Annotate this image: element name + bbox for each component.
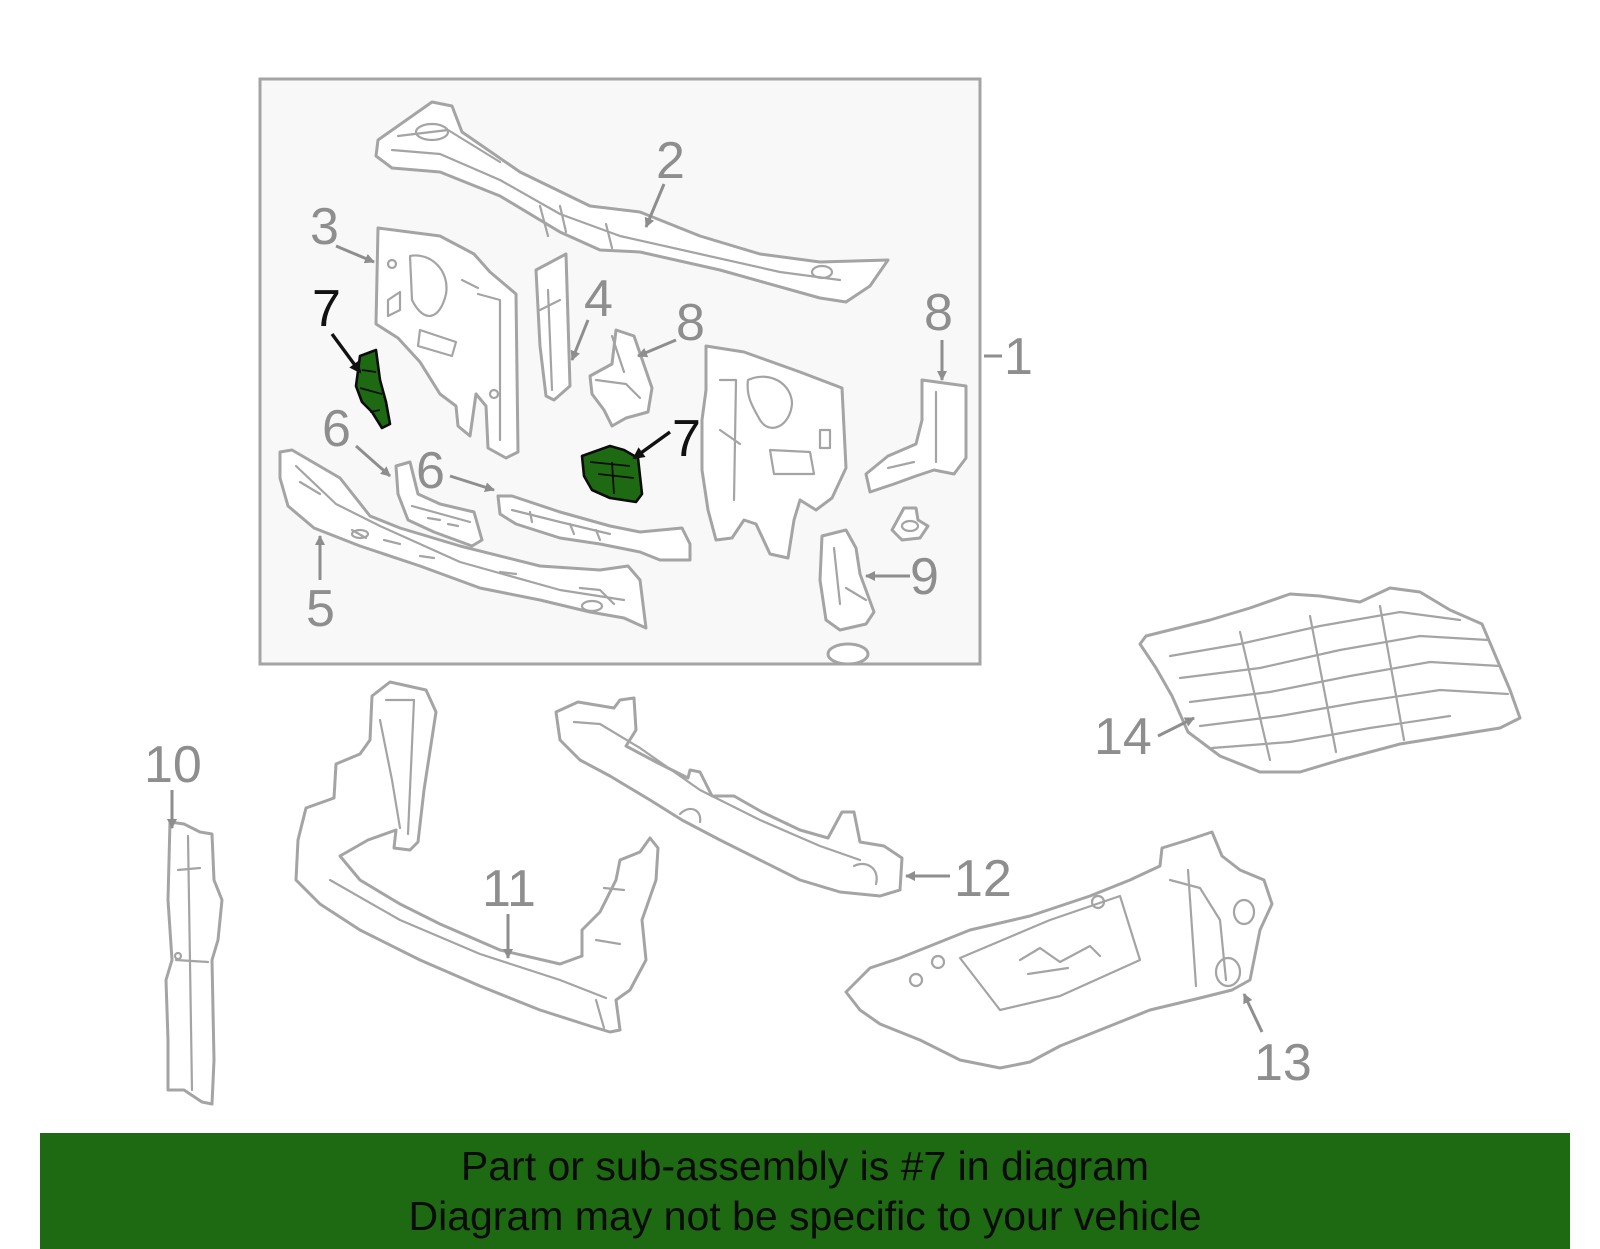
part-12-cross-member [554,696,904,898]
callout-10: 10 [144,736,202,794]
part-7-bracket-center[interactable] [580,444,644,504]
callout-7a: 7 [312,280,341,338]
part-small-clip [890,506,930,542]
callout-13: 13 [1254,1034,1312,1092]
callout-1: 1 [1004,328,1033,386]
leader-3 [335,244,375,264]
part-4-center-brace [534,252,572,402]
callout-9: 9 [910,548,939,606]
callout-7b: 7 [672,410,701,468]
part-5-lower-tie-bar [278,448,648,630]
callout-6b: 6 [416,442,445,500]
part-13-cradle [844,830,1274,1070]
part-8-bracket-right [864,378,968,494]
callout-4: 4 [584,270,613,328]
leader-4 [570,319,590,361]
leader-7b [632,430,671,460]
leader-7a [330,332,362,374]
part-9-lower-bracket [818,528,876,666]
part-14-splash-shield [1138,586,1522,774]
callout-5: 5 [306,580,335,638]
part-11-air-deflector [294,680,660,1034]
part-8-bracket-upper [588,328,654,428]
part-2-upper-tie-bar [374,100,890,304]
callout-leaders [167,183,1264,1033]
callout-6a: 6 [322,400,351,458]
leader-13 [1242,993,1264,1033]
part-7-bracket-left[interactable] [354,348,392,430]
callout-14: 14 [1094,708,1152,766]
banner-line-disclaimer: Diagram may not be specific to your vehi… [408,1193,1202,1239]
callout-labels: 1 2 3 4 5 6 6 7 7 8 8 9 10 11 12 13 14 [144,132,1312,1092]
leader-2 [644,183,666,228]
callout-11: 11 [482,860,536,918]
part-10-side-shield [164,820,224,1106]
banner-line-part: Part or sub-assembly is #7 in diagram [460,1143,1150,1189]
leader-6a [355,444,391,478]
callout-12: 12 [954,850,1012,908]
part-6-panel-left [394,460,484,548]
callout-3: 3 [310,198,339,256]
callout-2: 2 [656,132,685,190]
part-right-side-panel [700,344,848,560]
part-3-left-side-panel [374,226,520,460]
callout-8b: 8 [924,284,953,342]
leader-8a [637,338,677,358]
info-banner: Part or sub-assembly is #7 in diagram Di… [40,1133,1570,1249]
callout-8a: 8 [676,294,705,352]
leader-6b [449,474,495,493]
part-6-panel-right [496,494,692,562]
leader-14 [1157,716,1195,738]
